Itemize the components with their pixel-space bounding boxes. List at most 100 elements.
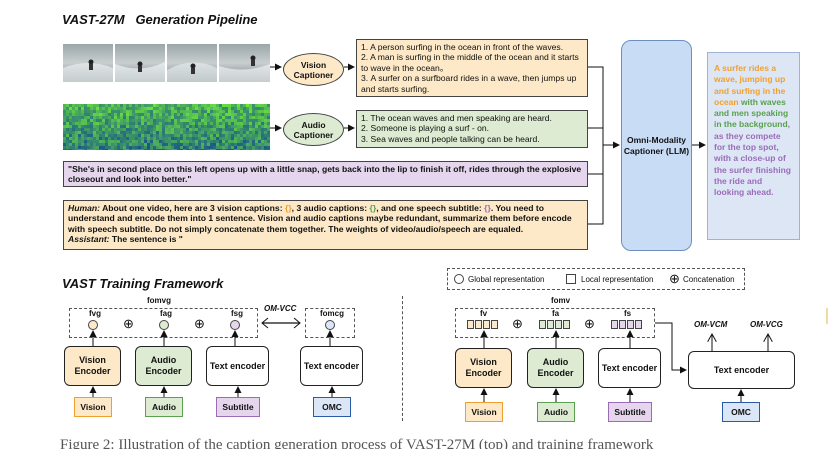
spectrogram-cell [252, 122, 255, 125]
spectrogram-cell [69, 107, 72, 110]
spectrogram-cell [162, 143, 165, 146]
om-vcc-label: OM-VCC [264, 304, 297, 313]
spectrogram-cell [63, 119, 66, 122]
prompt-text-c: , and one speech subtitle: [376, 203, 485, 213]
spectrogram-cell [186, 107, 189, 110]
output-audio-part: with waves and men speaking in the backg… [714, 96, 789, 130]
spectrogram-cell [261, 131, 264, 134]
spectrogram-cell [156, 113, 159, 116]
spectrogram-cell [180, 107, 183, 110]
spectrogram-cell [102, 125, 105, 128]
spectrogram-cell [117, 107, 120, 110]
spectrogram-cell [186, 134, 189, 137]
spectrogram-cell [147, 128, 150, 131]
spectrogram-cell [240, 113, 243, 116]
f-s-token [619, 320, 626, 329]
spectrogram-cell [225, 125, 228, 128]
prompt-audio-ph: {} [369, 203, 377, 213]
spectrogram-cell [201, 110, 204, 113]
spectrogram-cell [69, 131, 72, 134]
f-a-label: fa [552, 309, 560, 318]
spectrogram-cell [111, 128, 114, 131]
spectrogram-cell [159, 119, 162, 122]
spectrogram-cell [162, 134, 165, 137]
spectrogram-cell [171, 125, 174, 128]
spectrogram-cell [111, 131, 114, 134]
spectrogram-cell [114, 131, 117, 134]
spectrogram-cell [183, 122, 186, 125]
spectrogram-cell [177, 110, 180, 113]
spectrogram-cell [138, 110, 141, 113]
output-subtitle-part: , as they compete for the top spot, [714, 119, 791, 153]
spectrogram-cell [264, 116, 267, 119]
spectrogram-cell [63, 143, 66, 146]
spectrogram-cell [261, 137, 264, 140]
spectrogram-cell [216, 143, 219, 146]
audio-encoder-right-label: Audio Encoder [537, 357, 574, 378]
spectrogram-cell [201, 122, 204, 125]
spectrogram-cell [225, 104, 228, 107]
spectrogram-cell [198, 143, 201, 146]
spectrogram-cell [117, 131, 120, 134]
spectrogram-cell [207, 110, 210, 113]
spectrogram-cell [132, 137, 135, 140]
spectrogram-cell [87, 128, 90, 131]
spectrogram-cell [219, 134, 222, 137]
spectrogram-cell [240, 128, 243, 131]
spectrogram-cell [165, 128, 168, 131]
spectrogram-cell [201, 146, 204, 149]
spectrogram-cell [144, 104, 147, 107]
spectrogram-cell [216, 110, 219, 113]
spectrogram-cell [258, 140, 261, 143]
vision-encoder-right-label: Vision Encoder [465, 357, 502, 378]
vision-captioner-label: Vision Captioner [293, 59, 334, 80]
spectrogram-cell [126, 116, 129, 119]
spectrogram-cell [72, 137, 75, 140]
spectrogram-cell [213, 119, 216, 122]
spectrogram-cell [135, 125, 138, 128]
audio-encoder-left: Audio Encoder [135, 346, 192, 386]
spectrogram-cell [210, 104, 213, 107]
spectrogram-cell [180, 137, 183, 140]
spectrogram-cell [69, 137, 72, 140]
spectrogram-cell [114, 122, 117, 125]
spectrogram-cell [102, 104, 105, 107]
spectrogram-cell [156, 122, 159, 125]
spectrogram-cell [144, 131, 147, 134]
spectrogram-cell [258, 146, 261, 149]
figure-caption-clip: Figure 2: Illustration of the caption ge… [60, 436, 820, 449]
spectrogram-cell [123, 113, 126, 116]
spectrogram-cell [87, 125, 90, 128]
spectrogram-cell [126, 134, 129, 137]
spectrogram-cell [267, 113, 270, 116]
spectrogram-cell [156, 137, 159, 140]
spectrogram-cell [162, 137, 165, 140]
spectrogram-cell [216, 146, 219, 149]
spectrogram-cell [105, 146, 108, 149]
spectrogram-cell [198, 137, 201, 140]
spectrogram-cell [168, 110, 171, 113]
spectrogram-cell [204, 119, 207, 122]
spectrogram-cell [126, 146, 129, 149]
spectrogram-cell [123, 116, 126, 119]
spectrogram-cell [204, 116, 207, 119]
vision-input-left: Vision [74, 397, 112, 417]
spectrogram-cell [216, 113, 219, 116]
spectrogram-cell [165, 113, 168, 116]
spectrogram-cell [93, 128, 96, 131]
legend-global: Global representation [468, 275, 545, 284]
spectrogram-cell [204, 110, 207, 113]
spectrogram-cell [99, 107, 102, 110]
f-a-token [555, 320, 562, 329]
spectrogram-cell [78, 122, 81, 125]
text-encoder-left-label: Text encoder [209, 360, 266, 371]
spectrogram-cell [252, 119, 255, 122]
spectrogram-cell [141, 104, 144, 107]
spectrogram-cell [105, 131, 108, 134]
spectrogram-cell [96, 134, 99, 137]
spectrogram-cell [120, 131, 123, 134]
spectrogram-cell [246, 143, 249, 146]
spectrogram-cell [207, 131, 210, 134]
spectrogram-cell [231, 125, 234, 128]
spectrogram-cell [162, 119, 165, 122]
